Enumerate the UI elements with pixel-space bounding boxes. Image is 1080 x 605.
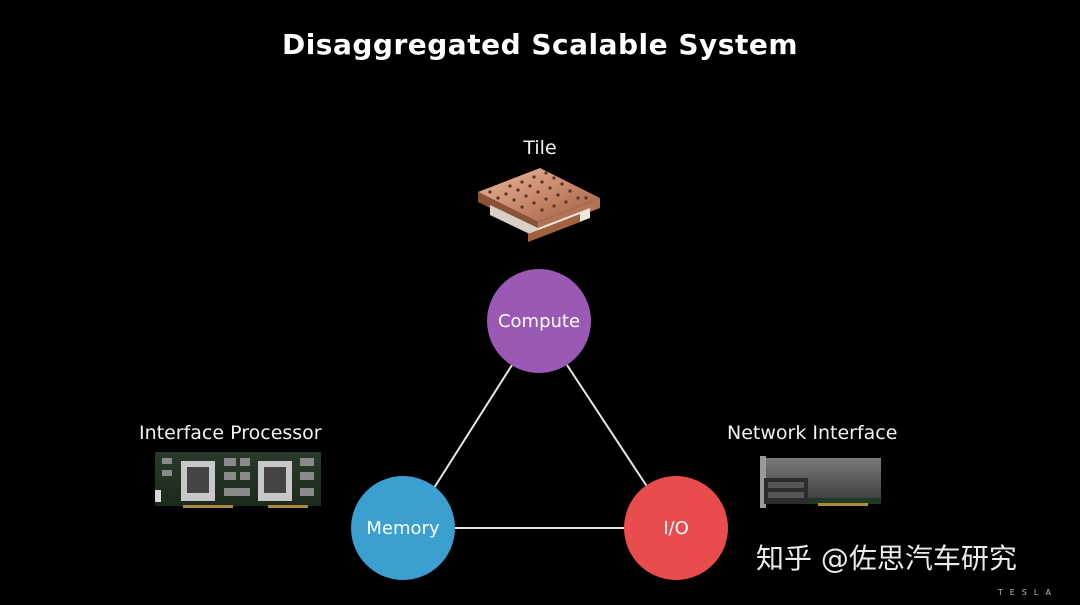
interface-processor-label: Interface Processor [139, 422, 322, 444]
io-label: I/O [663, 518, 689, 539]
brand-logo: TESLA [997, 588, 1058, 597]
tile-label: Tile [523, 137, 557, 159]
node-io: I/O [624, 476, 728, 580]
compute-label: Compute [498, 311, 580, 332]
tile-image [478, 168, 600, 242]
edge-compute-io [566, 364, 649, 489]
diagram-edges [433, 364, 649, 529]
memory-label: Memory [366, 518, 440, 539]
interface-processor-image [155, 452, 321, 508]
network-interface-label: Network Interface [727, 422, 898, 444]
node-compute: Compute [487, 269, 591, 373]
network-interface-image [760, 456, 881, 508]
io-circle [624, 476, 728, 580]
edge-compute-memory [433, 364, 513, 489]
compute-circle [487, 269, 591, 373]
slide-title: Disaggregated Scalable System [281, 28, 799, 61]
watermark: 知乎 @佐思汽车研究 [756, 542, 1017, 575]
node-memory: Memory [351, 476, 455, 580]
memory-circle [351, 476, 455, 580]
